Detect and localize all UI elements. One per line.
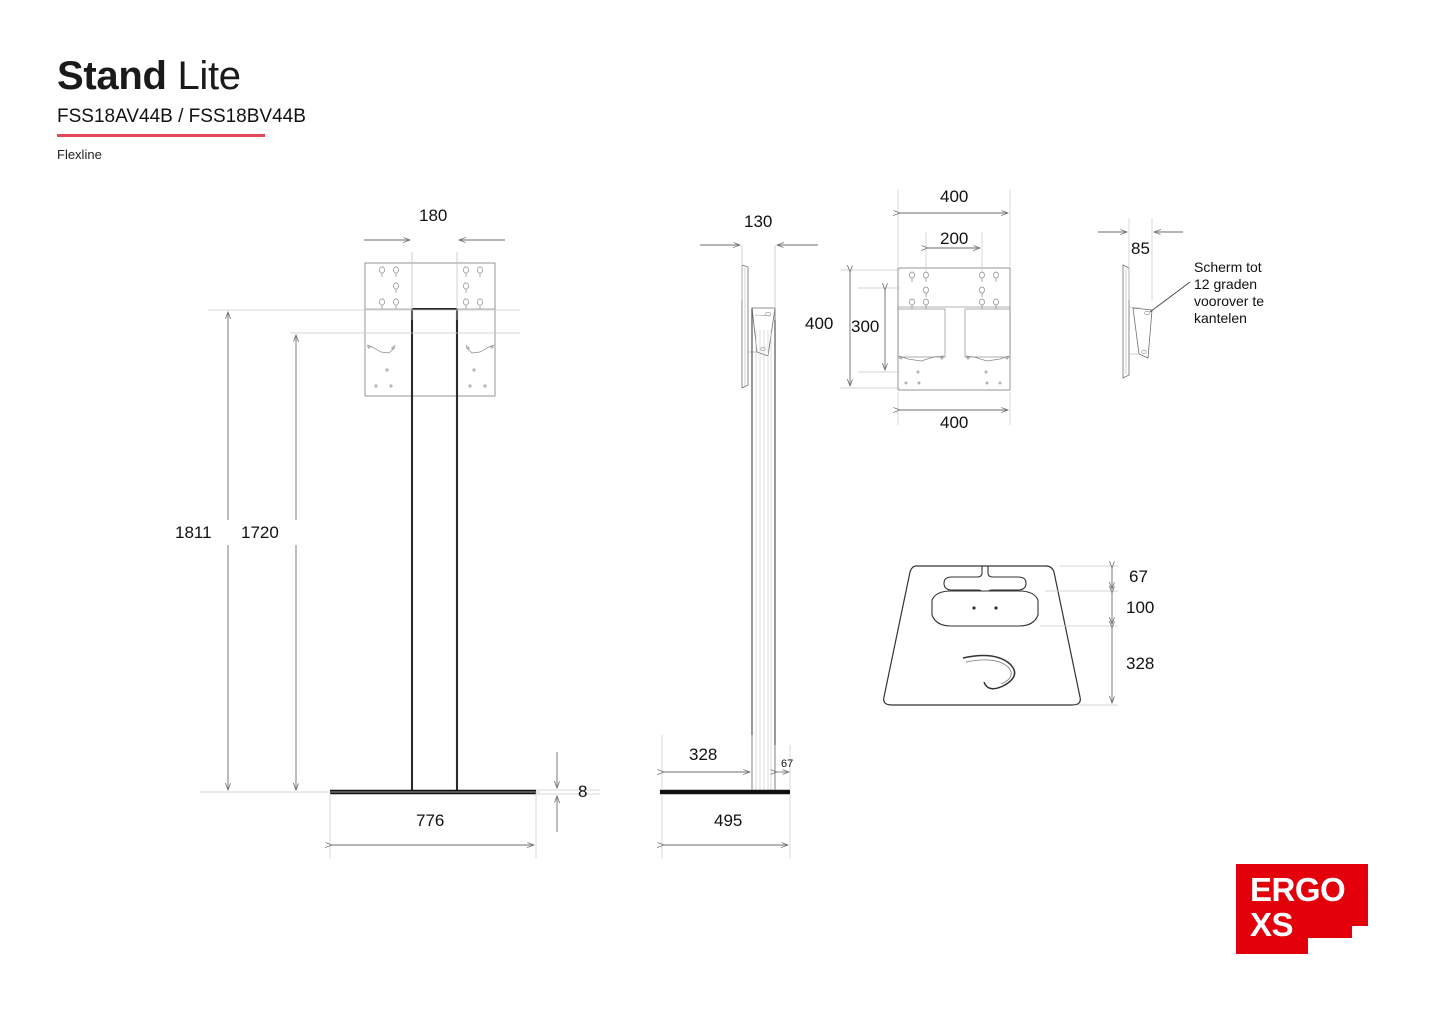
front-view-geometry bbox=[330, 262, 536, 795]
dim-front-column-width bbox=[364, 240, 505, 320]
tilt-note-line-3: voorover te bbox=[1194, 293, 1265, 309]
dim-tilt-depth bbox=[1098, 218, 1183, 300]
tilt-note-line-4: kantelen bbox=[1194, 310, 1247, 326]
dim-baseplate-top bbox=[1040, 566, 1118, 706]
vesa-detail-geometry bbox=[897, 267, 1011, 391]
sheet-header: Stand Lite FSS18AV44B / FSS18BV44B Flexl… bbox=[57, 52, 306, 164]
dim-label-side-depth: 130 bbox=[744, 212, 773, 231]
dim-label-vesa-outer-height: 400 bbox=[805, 314, 834, 333]
product-family: Flexline bbox=[57, 147, 102, 162]
dim-label-front-base-thickness: 8 bbox=[578, 782, 588, 801]
side-view-geometry bbox=[660, 264, 790, 795]
dim-label-base-mount-zone: 100 bbox=[1126, 598, 1155, 617]
dim-vesa bbox=[840, 190, 1011, 425]
logo-wordmark: ERGO XS bbox=[1250, 871, 1346, 943]
accent-rule bbox=[57, 134, 265, 137]
model-numbers: FSS18AV44B / FSS18BV44B bbox=[57, 106, 306, 127]
baseplate-top-view-geometry bbox=[883, 565, 1081, 706]
brand-logo: ERGO XS bbox=[1236, 864, 1368, 954]
dim-label-side-base-front: 328 bbox=[689, 745, 718, 764]
tilt-note-line-2: 12 graden bbox=[1194, 276, 1258, 292]
dim-label-side-base-rear: 67 bbox=[781, 758, 794, 770]
dim-side-depth bbox=[700, 245, 818, 320]
title-light: Lite bbox=[177, 54, 241, 98]
tilt-note-line-1: Scherm tot bbox=[1194, 259, 1262, 275]
dim-label-side-base-total: 495 bbox=[714, 811, 743, 830]
dim-label-front-column-width: 180 bbox=[419, 206, 448, 225]
tilt-detail-geometry bbox=[1122, 264, 1191, 379]
dim-label-vesa-top-width: 400 bbox=[940, 187, 969, 206]
dim-label-vesa-bottom-width: 400 bbox=[940, 413, 969, 432]
dim-label-vesa-inner-height: 300 bbox=[851, 317, 880, 336]
dim-label-vesa-inner-width: 200 bbox=[940, 229, 969, 248]
logo-shape bbox=[1236, 864, 1368, 954]
dim-label-front-total-height: 1811 bbox=[175, 523, 212, 542]
dim-label-base-plate-depth: 328 bbox=[1126, 654, 1155, 673]
title-strong: Stand bbox=[57, 54, 167, 98]
page-title: Stand Lite bbox=[57, 52, 306, 100]
dim-label-front-column-height: 1720 bbox=[241, 523, 279, 542]
logo-line-2: XS bbox=[1250, 906, 1294, 943]
dim-label-front-base-width: 776 bbox=[416, 811, 445, 830]
logo-line-1: ERGO bbox=[1250, 871, 1346, 908]
dim-side-base bbox=[662, 735, 791, 858]
dim-front-base bbox=[330, 752, 600, 858]
dim-label-base-slot-zone: 67 bbox=[1129, 567, 1148, 586]
dim-front-heights bbox=[200, 309, 540, 793]
dim-label-tilt-depth: 85 bbox=[1131, 239, 1150, 258]
